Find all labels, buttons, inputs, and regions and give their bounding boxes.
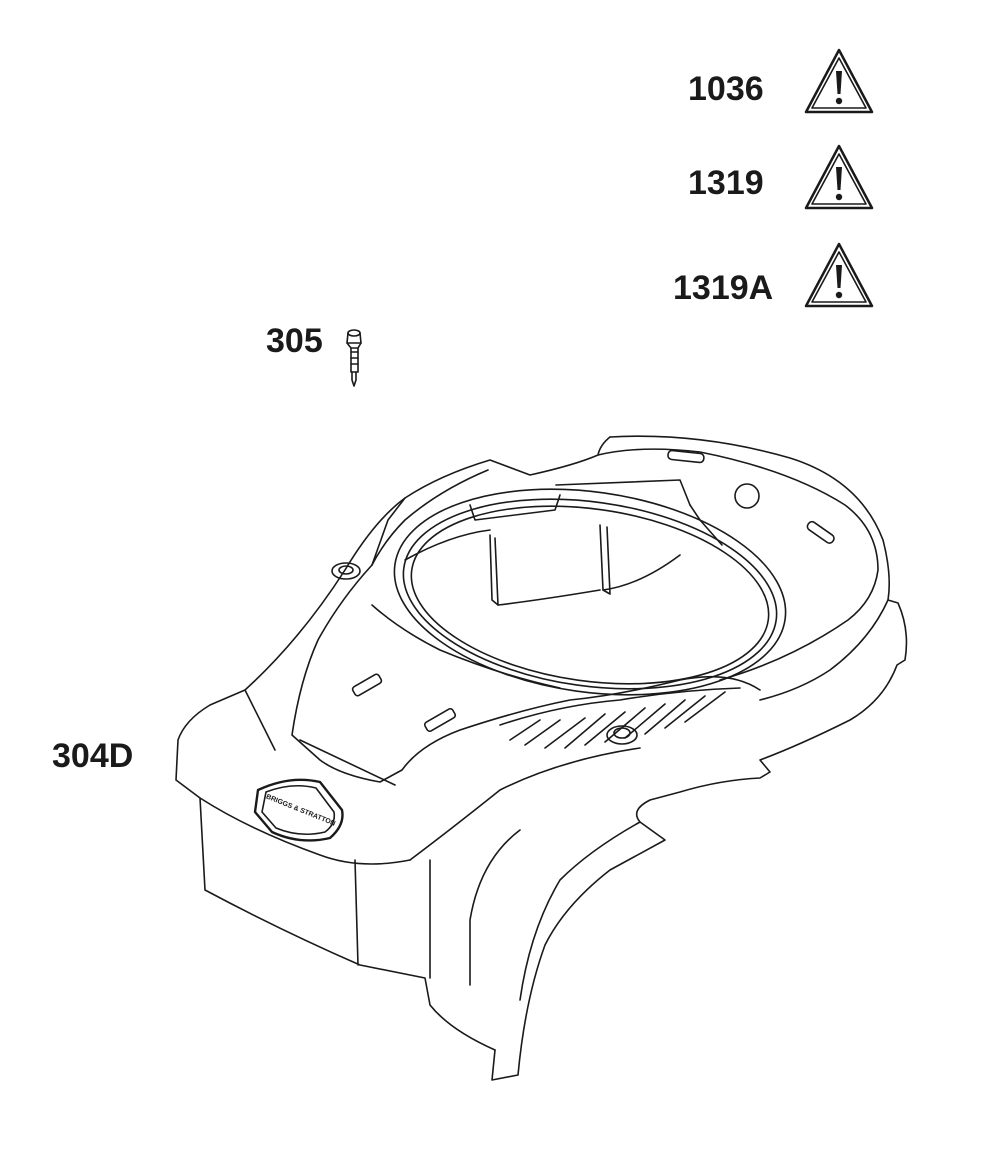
blower-housing-304d-illustration: BRIGGS & STRATTON <box>175 435 908 1081</box>
brand-logo-badge: BRIGGS & STRATTON <box>253 778 344 842</box>
part-label-1036: 1036 <box>688 70 764 108</box>
warning-triangle-icon <box>804 242 874 308</box>
part-label-305: 305 <box>266 322 323 360</box>
warning-triangle-icon <box>804 48 874 114</box>
part-label-1319a: 1319A <box>673 269 774 307</box>
svg-text:BRIGGS & STRATTON: BRIGGS & STRATTON <box>265 793 336 827</box>
screw-305-illustration <box>346 329 362 387</box>
part-label-1319: 1319 <box>688 164 764 202</box>
part-label-304d: 304D <box>52 737 134 775</box>
warning-triangle-icon <box>804 144 874 210</box>
